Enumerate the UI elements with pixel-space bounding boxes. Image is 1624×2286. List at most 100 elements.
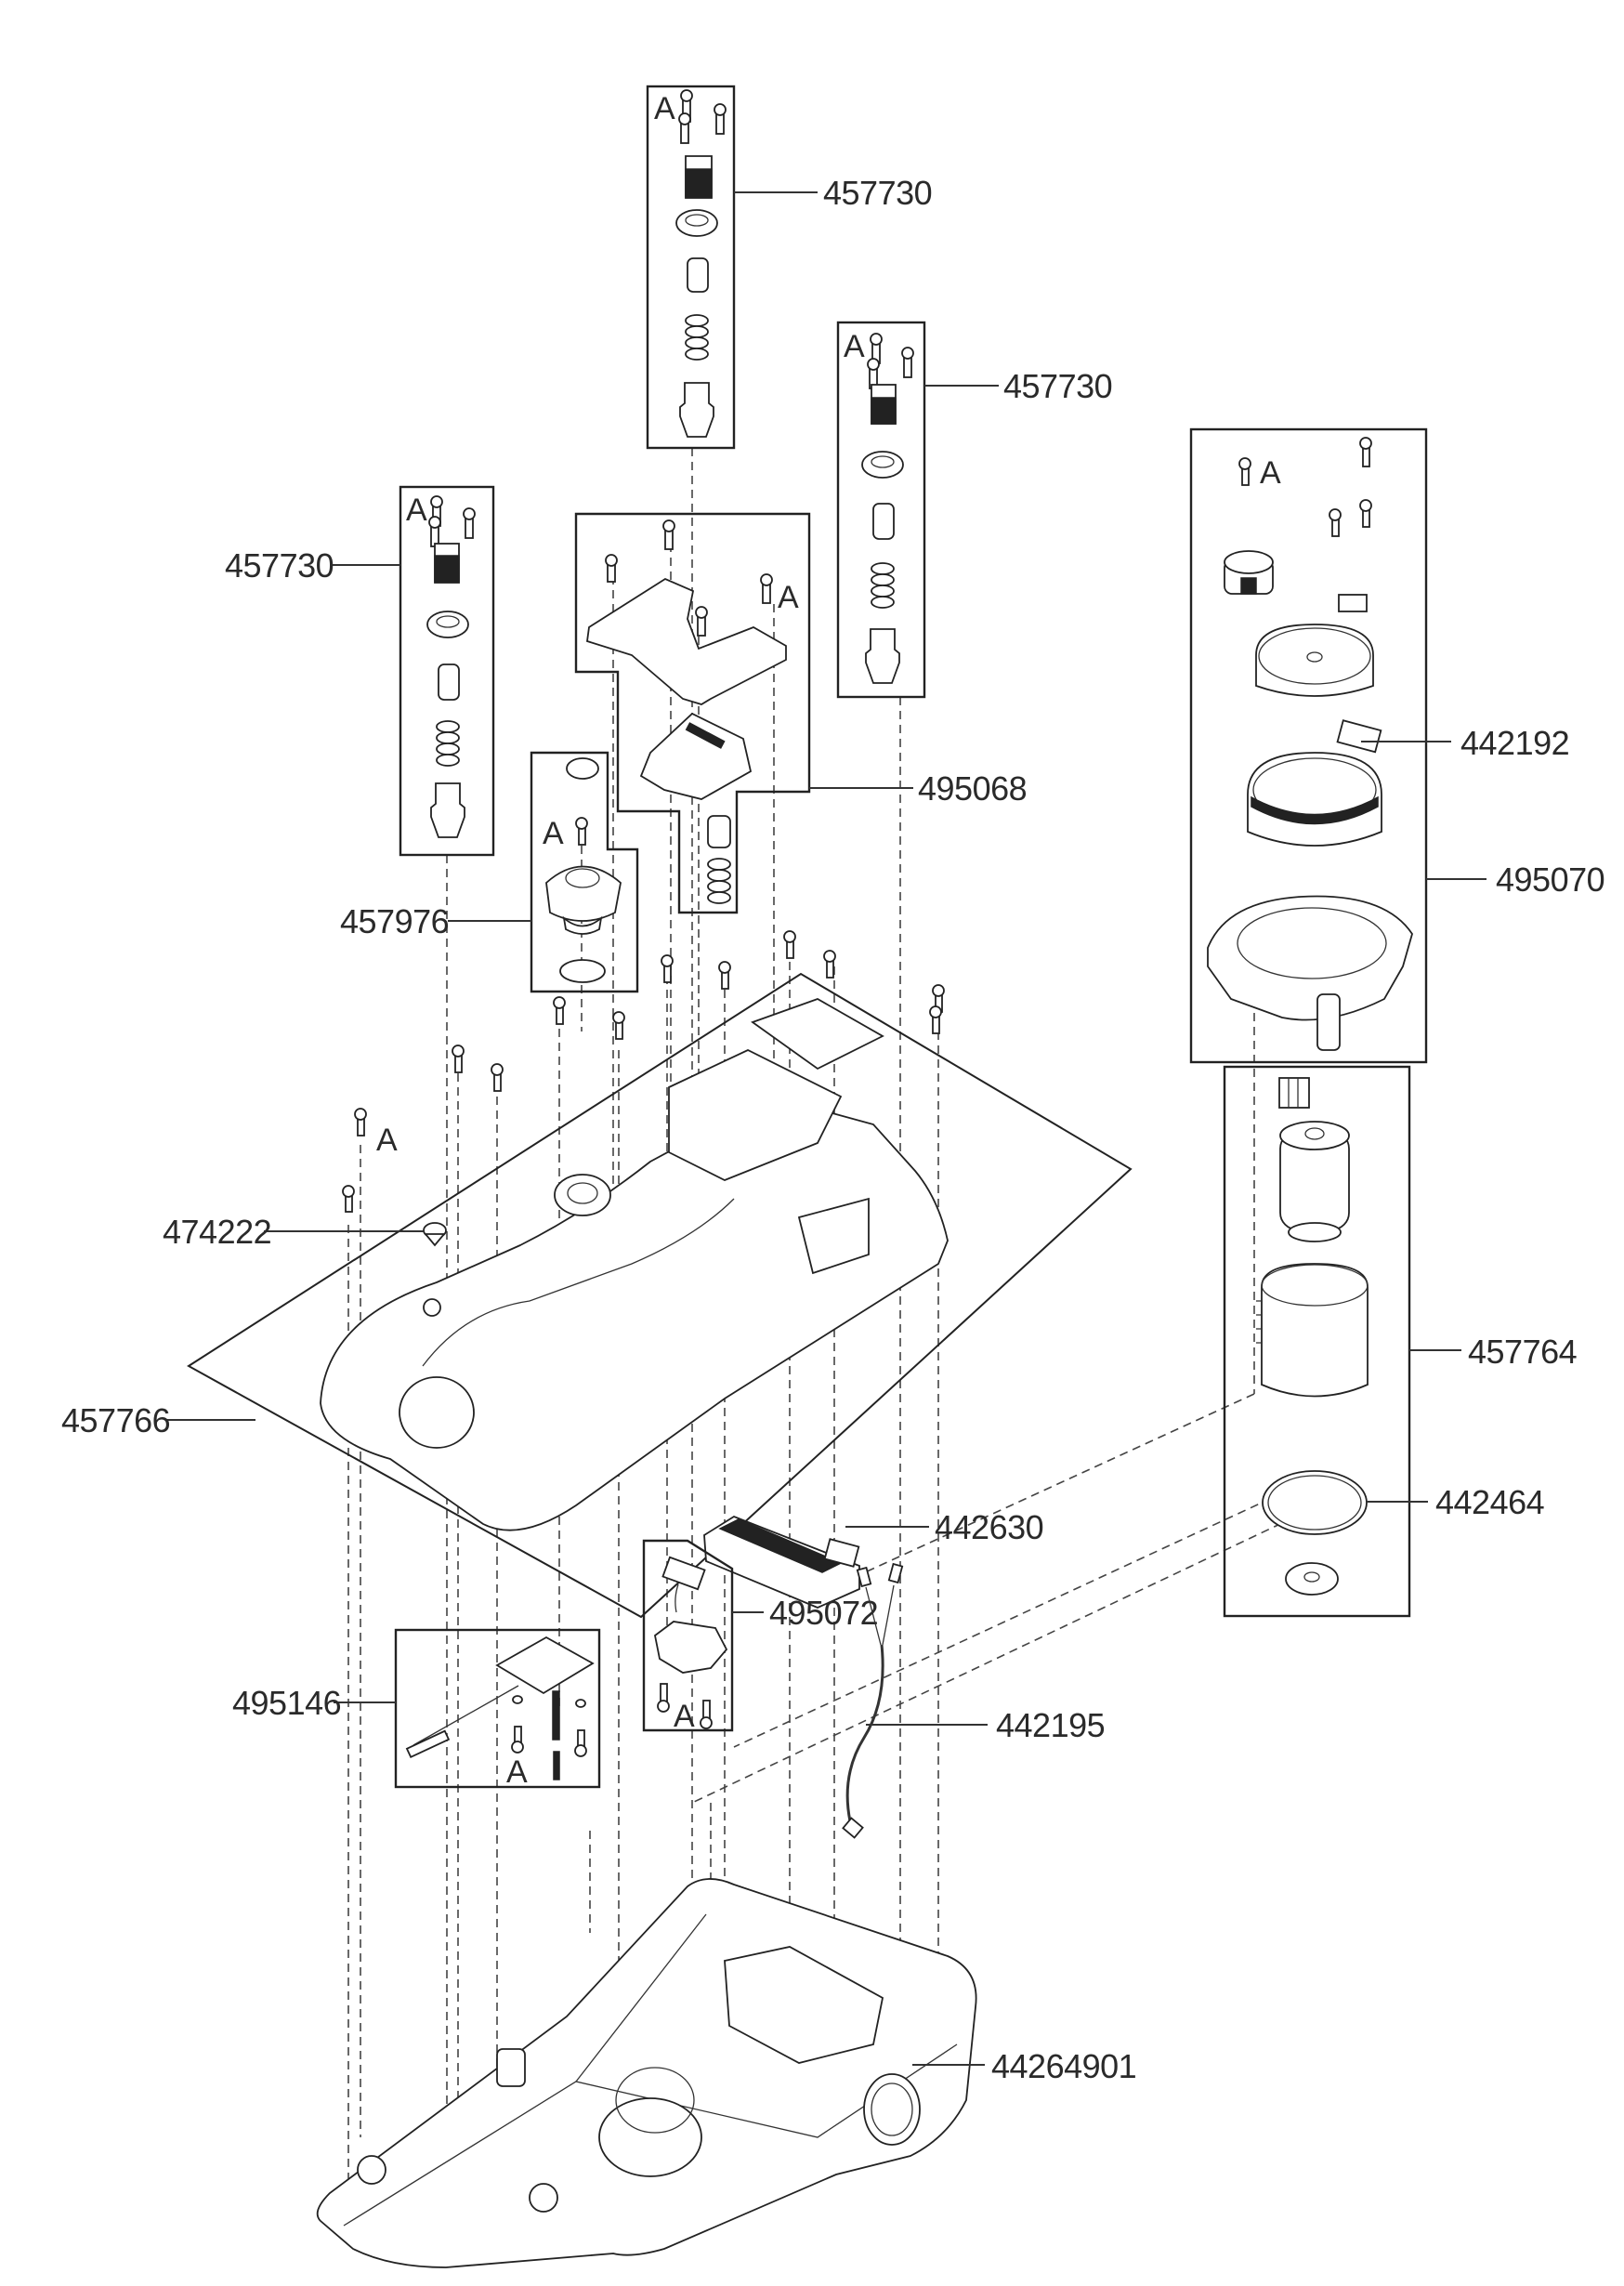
wire-harness-icon xyxy=(842,1562,904,1839)
base-housing-group[interactable]: 44264901 xyxy=(316,1878,1137,2268)
screw-marker-a: A xyxy=(543,816,564,851)
label-442192: 442192 xyxy=(1460,724,1569,762)
screw-icon xyxy=(783,930,796,959)
display-cover-kit-group[interactable]: A 495068 xyxy=(574,512,1028,914)
spray-module-top-box xyxy=(646,85,736,450)
clip-icon xyxy=(552,1690,560,1780)
screw-icon xyxy=(354,1108,367,1136)
screw-icon xyxy=(661,954,674,983)
display-bracket-icon xyxy=(586,577,787,705)
spray-module-right-box xyxy=(836,321,926,699)
motor-assembly-group[interactable]: 457764 442464 xyxy=(1223,1065,1578,1618)
spring-icon xyxy=(871,562,895,609)
screw-marker-a: A xyxy=(376,1123,398,1158)
label-457730-right: 457730 xyxy=(1003,367,1112,405)
spring-icon xyxy=(685,314,709,361)
gear-drive-kit-box xyxy=(1189,427,1428,1064)
sensor-bracket-icon xyxy=(1336,594,1382,754)
switch-housing-icon xyxy=(654,1621,728,1674)
motor-mount-icon xyxy=(1285,1562,1339,1596)
screw-icon xyxy=(657,1683,713,1729)
valve-cylinder-icon xyxy=(438,663,460,701)
label-44264901: 44264901 xyxy=(991,2047,1136,2085)
nozzle-body-icon xyxy=(865,628,900,684)
gear-housing-icon xyxy=(1207,895,1413,1051)
sensor-kit-group[interactable]: A 495146 xyxy=(232,1628,601,1790)
label-457976: 457976 xyxy=(340,902,449,940)
screw-icon xyxy=(867,333,914,389)
display-housing-icon xyxy=(639,712,753,800)
sensor-pad-icon xyxy=(405,1636,595,1759)
screw-icon xyxy=(511,1695,587,1757)
nozzle-cap-icon xyxy=(685,155,713,199)
screw-marker-a: A xyxy=(654,91,675,126)
loose-screws: A xyxy=(342,930,945,1213)
gear-plate-icon xyxy=(1255,624,1374,697)
ring-gear-icon xyxy=(1247,752,1382,847)
top-cover-group[interactable]: 457766 xyxy=(61,972,1133,1619)
o-ring-icon xyxy=(1262,1470,1368,1535)
screw-marker-a: A xyxy=(844,329,865,364)
label-495072: 495072 xyxy=(769,1594,878,1632)
screw-marker-a: A xyxy=(674,1699,695,1734)
cap-disc-icon xyxy=(566,757,599,780)
screw-marker-a: A xyxy=(506,1754,528,1790)
base-housing-icon xyxy=(316,1878,977,2268)
o-ring-icon xyxy=(559,959,606,983)
spray-module-left-group[interactable]: A 457730 xyxy=(225,485,495,857)
wire-harness-group[interactable]: 442195 xyxy=(842,1562,1106,1839)
pinion-gear-icon xyxy=(1224,550,1274,595)
screw-icon xyxy=(605,519,773,637)
sensor-kit-box xyxy=(394,1628,601,1789)
switch-kit-box xyxy=(642,1539,734,1732)
fill-cap-kit-box xyxy=(530,751,639,993)
nozzle-ring-icon xyxy=(426,611,469,638)
spray-module-left-box xyxy=(399,485,495,857)
label-495146: 495146 xyxy=(232,1684,341,1722)
connector-icon xyxy=(1278,1077,1310,1109)
screw-icon xyxy=(929,1005,942,1034)
screw-icon xyxy=(612,1011,625,1040)
label-495068: 495068 xyxy=(918,769,1027,808)
label-442630: 442630 xyxy=(935,1508,1043,1546)
top-cover-icon xyxy=(320,998,949,1531)
motor-assembly-box xyxy=(1223,1065,1411,1618)
fill-cap-kit-group[interactable]: A 457976 xyxy=(340,751,639,993)
label-495070: 495070 xyxy=(1496,861,1604,899)
valve-cylinder-icon xyxy=(707,815,731,848)
label-457764: 457764 xyxy=(1468,1333,1577,1371)
nozzle-body-icon xyxy=(430,782,465,838)
screw-icon xyxy=(823,950,836,979)
top-cover-boundary xyxy=(187,972,1133,1619)
screw-marker-a: A xyxy=(778,580,799,615)
spring-icon xyxy=(707,858,731,904)
nozzle-body-icon xyxy=(679,382,714,438)
nozzle-cap-icon xyxy=(434,543,460,584)
label-457766: 457766 xyxy=(61,1401,170,1439)
screw-icon xyxy=(342,1185,355,1213)
label-442195: 442195 xyxy=(996,1706,1105,1744)
motor-sleeve-icon xyxy=(1256,1263,1369,1398)
spray-module-right-group[interactable]: A 457730 xyxy=(836,321,1113,699)
screw-icon xyxy=(452,1044,465,1073)
label-474222: 474222 xyxy=(163,1213,271,1251)
switch-kit-group[interactable]: A 495072 xyxy=(642,1539,879,1734)
screw-icon xyxy=(678,89,727,144)
switch-board-icon xyxy=(661,1556,706,1613)
nozzle-ring-icon xyxy=(675,209,718,237)
spray-module-top-group[interactable]: A 457730 xyxy=(646,85,933,450)
screw-icon xyxy=(491,1063,504,1092)
plug-group[interactable]: 474222 xyxy=(163,1213,447,1251)
screw-icon xyxy=(553,996,566,1025)
spring-icon xyxy=(436,720,460,767)
plug-icon xyxy=(423,1222,447,1247)
motor-icon xyxy=(1279,1121,1350,1242)
valve-cylinder-icon xyxy=(687,257,709,293)
circuit-board-group[interactable]: 442630 xyxy=(703,1508,1044,1609)
screw-icon xyxy=(718,961,731,990)
label-457730-top: 457730 xyxy=(823,174,932,212)
screw-marker-a: A xyxy=(406,493,427,528)
gear-drive-kit-group[interactable]: A 442192 495070 xyxy=(1189,427,1605,1064)
nozzle-ring-icon xyxy=(861,451,904,479)
